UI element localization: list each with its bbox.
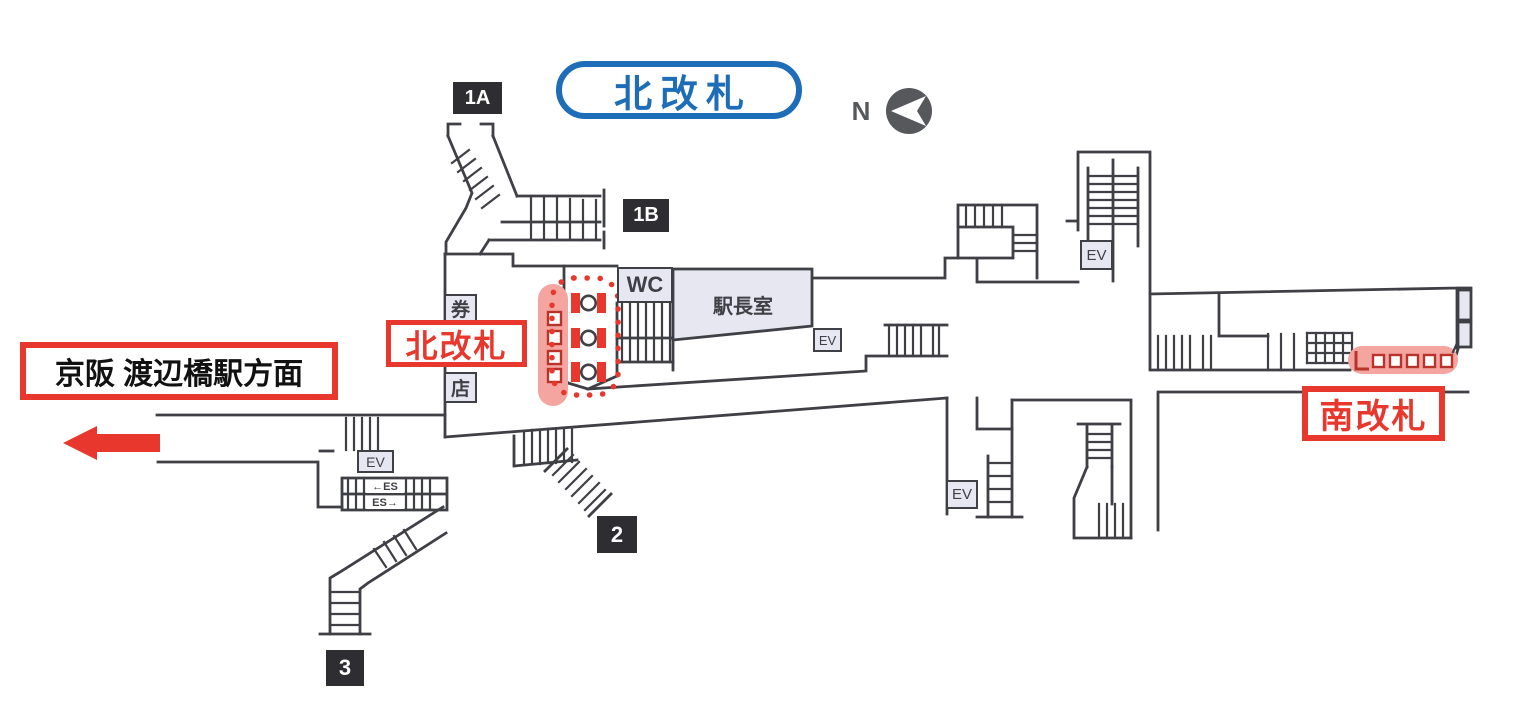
- west-direction-arrow-icon: [63, 426, 160, 460]
- top-right-small-stairs: [956, 203, 1039, 280]
- keihan-direction-label: 京阪 渡辺橋駅方面: [20, 342, 338, 400]
- corridor-to-3: [318, 505, 448, 636]
- north-gate-title-oval: 北改札: [556, 61, 802, 119]
- south-gate-label: 南改札: [1302, 386, 1445, 441]
- north-gate-markers: [538, 275, 621, 406]
- entrance-1a-stairs: [444, 122, 519, 256]
- ticket-machine-box: 券: [444, 294, 477, 322]
- platform-badge-3: 3: [326, 650, 364, 686]
- escalator-up-label: ←ES: [366, 480, 404, 493]
- escalator-down-label: ES→: [366, 496, 404, 509]
- north-gate-label: 北改札: [386, 320, 527, 367]
- stairs-to-2: [512, 426, 613, 518]
- ticket-gate-icons: [571, 293, 606, 382]
- platform-badge-2: 2: [597, 516, 637, 553]
- platform-badge-1b: 1B: [623, 199, 669, 232]
- wc-room-label: WC: [617, 267, 673, 303]
- platform-badge-1a: 1A: [453, 82, 502, 114]
- elevator-badge-northeast: EV: [1080, 240, 1113, 270]
- elevator-badge-south: EV: [946, 480, 978, 509]
- shop-box: 店: [444, 372, 477, 403]
- station-master-room-shape: [671, 267, 814, 342]
- south-gate-markers: [1348, 339, 1460, 374]
- concourse-outline: [443, 252, 1080, 439]
- entrance-1b-stairs: [487, 188, 606, 250]
- compass-n-label: N: [851, 95, 871, 126]
- compass-icon: [886, 88, 932, 134]
- north-gate-dotted-oval: [549, 275, 621, 398]
- left-corridor: [155, 413, 449, 512]
- mid-stairs: [883, 323, 949, 358]
- wc-stairs: [615, 301, 675, 378]
- elevator-badge-west: EV: [357, 450, 394, 473]
- station-master-room-label: 駅長室: [713, 295, 773, 318]
- right-upper-room: [1148, 286, 1473, 372]
- elevator-badge-center: EV: [813, 328, 842, 352]
- top-right-big-stairs: [1065, 150, 1152, 295]
